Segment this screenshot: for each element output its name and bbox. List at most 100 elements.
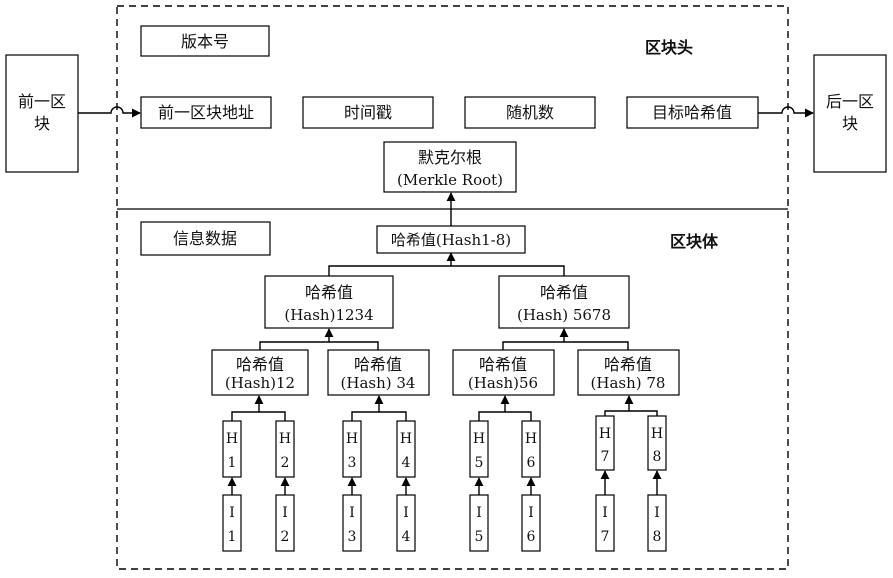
- leaf-h2-bottom: 2: [281, 455, 290, 471]
- version-box: 版本号: [140, 25, 270, 57]
- leaf-h4-bottom: 4: [402, 455, 411, 471]
- leaf-h1-top: H: [226, 431, 238, 447]
- leaf-h3-bottom: 3: [348, 455, 357, 471]
- leaf-h1-bottom: 1: [228, 455, 237, 471]
- leaf-i4-box: I 4: [396, 494, 416, 552]
- leaf-h2-top: H: [279, 431, 291, 447]
- hash-34-label-line1: 哈希值: [354, 355, 402, 374]
- prev-hash-label: 前一区块地址: [158, 103, 254, 122]
- leaf-h8-bottom: 8: [653, 449, 662, 465]
- leaf-i1-bottom: 1: [228, 529, 237, 545]
- leaf-h7-box: H 7: [595, 415, 615, 471]
- nonce-label: 随机数: [506, 103, 554, 122]
- leaf-h6-bottom: 6: [527, 455, 536, 471]
- leaf-i7-box: I 7: [595, 494, 615, 552]
- block-dashed-frame: [116, 5, 789, 570]
- merkle-root-label-line2: (Merkle Root): [397, 171, 503, 189]
- info-data-label: 信息数据: [173, 229, 237, 248]
- leaf-i6-bottom: 6: [527, 529, 536, 545]
- leaf-i2-top: I: [282, 505, 288, 521]
- leaf-i6-box: I 6: [521, 494, 541, 552]
- next-block-arrow: [758, 106, 814, 118]
- leaf-i8-top: I: [654, 505, 660, 521]
- next-block-label-line2: 块: [842, 114, 858, 133]
- leaf-i7-top: I: [602, 505, 608, 521]
- leaf-h7-top: H: [599, 426, 611, 442]
- level3-left-bracket: [259, 341, 379, 350]
- next-block-label-line1: 后一区: [826, 92, 874, 111]
- root-hash-label: 哈希值(Hash1-8): [391, 231, 511, 249]
- leaf-i2-box: I 2: [275, 494, 295, 552]
- leaf-i1-box: I 1: [222, 494, 242, 552]
- merkle-root-label-line1: 默克尔根: [418, 148, 482, 167]
- prev-block-label-line1: 前一区: [18, 92, 66, 111]
- leaf-h2-box: H 2: [275, 420, 295, 478]
- hash-34-label-line2: (Hash) 34: [341, 374, 416, 392]
- leaf-pair-78-bracket: [604, 410, 658, 416]
- leaf-i8-box: I 8: [647, 494, 667, 552]
- leaf-i7-bottom: 7: [601, 529, 610, 545]
- timestamp-label: 时间戳: [344, 103, 392, 122]
- hash-12-label-line2: (Hash)12: [225, 374, 295, 392]
- nonce-box: 随机数: [464, 96, 596, 129]
- hash-12-label-line1: 哈希值: [236, 355, 284, 374]
- next-block: 后一区 块: [813, 54, 887, 173]
- merkle-root-box: 默克尔根 (Merkle Root): [383, 141, 517, 193]
- target-hash-label: 目标哈希值: [652, 103, 732, 122]
- hash-1234-box: 哈希值 (Hash) 5678 (Hash)1234: [264, 275, 394, 329]
- leaf-i5-bottom: 5: [475, 529, 484, 545]
- leaf-i4-bottom: 4: [402, 529, 411, 545]
- prev-block: 前一区 块: [5, 54, 79, 173]
- hash-56-label-line1: 哈希值: [479, 355, 527, 374]
- info-data-box: 信息数据: [140, 221, 271, 256]
- leaf-h8-top: H: [651, 426, 663, 442]
- prev-hash-box: 前一区块地址: [140, 96, 272, 129]
- leaf-pair-34-bracket: [351, 411, 407, 421]
- leaf-h3-top: H: [346, 431, 358, 447]
- level2-bracket: [328, 265, 565, 276]
- timestamp-box: 时间戳: [302, 96, 434, 129]
- hash-56-label-line2: (Hash)56: [468, 374, 538, 392]
- leaf-i3-bottom: 3: [348, 529, 357, 545]
- target-hash-box: 目标哈希值: [626, 96, 759, 129]
- root-hash-box: 哈希值(Hash1-8): [376, 225, 526, 254]
- leaf-i5-box: I 5: [469, 494, 489, 552]
- version-label: 版本号: [181, 32, 229, 51]
- leaf-pair-12-bracket: [231, 411, 286, 421]
- hash-1234-label-line1: 哈希值: [305, 283, 353, 302]
- hash-56-box: 哈希值 (Hash)56: [452, 349, 555, 396]
- leaf-i5-top: I: [476, 505, 482, 521]
- hash-78-label-line2: (Hash) 78: [591, 374, 666, 392]
- leaf-h3-box: H 3: [342, 420, 362, 478]
- leaf-i2-bottom: 2: [281, 529, 290, 545]
- level3-right-bracket: [502, 341, 629, 350]
- leaf-h6-top: H: [525, 431, 537, 447]
- prev-block-arrow: [78, 106, 141, 118]
- hash-12-box: 哈希值 (Hash)12: [211, 349, 309, 396]
- leaf-i8-bottom: 8: [653, 529, 662, 545]
- prev-block-label-line2: 块: [34, 114, 50, 133]
- leaf-i3-top: I: [349, 505, 355, 521]
- hash-5678-label-line2: (Hash) 5678: [517, 306, 611, 324]
- leaf-h5-box: H 5: [469, 420, 489, 478]
- leaf-pair-56-bracket: [478, 411, 532, 421]
- leaf-i3-box: I 3: [342, 494, 362, 552]
- leaf-h7-bottom: 7: [601, 449, 610, 465]
- leaf-h4-top: H: [400, 431, 412, 447]
- leaf-i1-top: I: [229, 505, 235, 521]
- leaf-h5-top: H: [473, 431, 485, 447]
- hash-78-label-line1: 哈希值: [604, 355, 652, 374]
- leaf-h8-box: H 8: [647, 415, 667, 471]
- leaf-h6-box: H 6: [521, 420, 541, 478]
- hash-1234-label-line2-visible: (Hash)1234: [284, 306, 373, 324]
- block-body-label: 区块体: [670, 232, 719, 251]
- leaf-h4-box: H 4: [396, 420, 416, 478]
- hash-5678-label-line1: 哈希值: [540, 283, 588, 302]
- leaf-i6-top: I: [528, 505, 534, 521]
- block-header-label: 区块头: [645, 38, 693, 57]
- hash-5678-box: 哈希值 (Hash) 5678: [498, 275, 630, 329]
- leaf-h1-box: H 1: [222, 420, 242, 478]
- leaf-h5-bottom: 5: [475, 455, 484, 471]
- hash-34-box: 哈希值 (Hash) 34: [327, 349, 430, 396]
